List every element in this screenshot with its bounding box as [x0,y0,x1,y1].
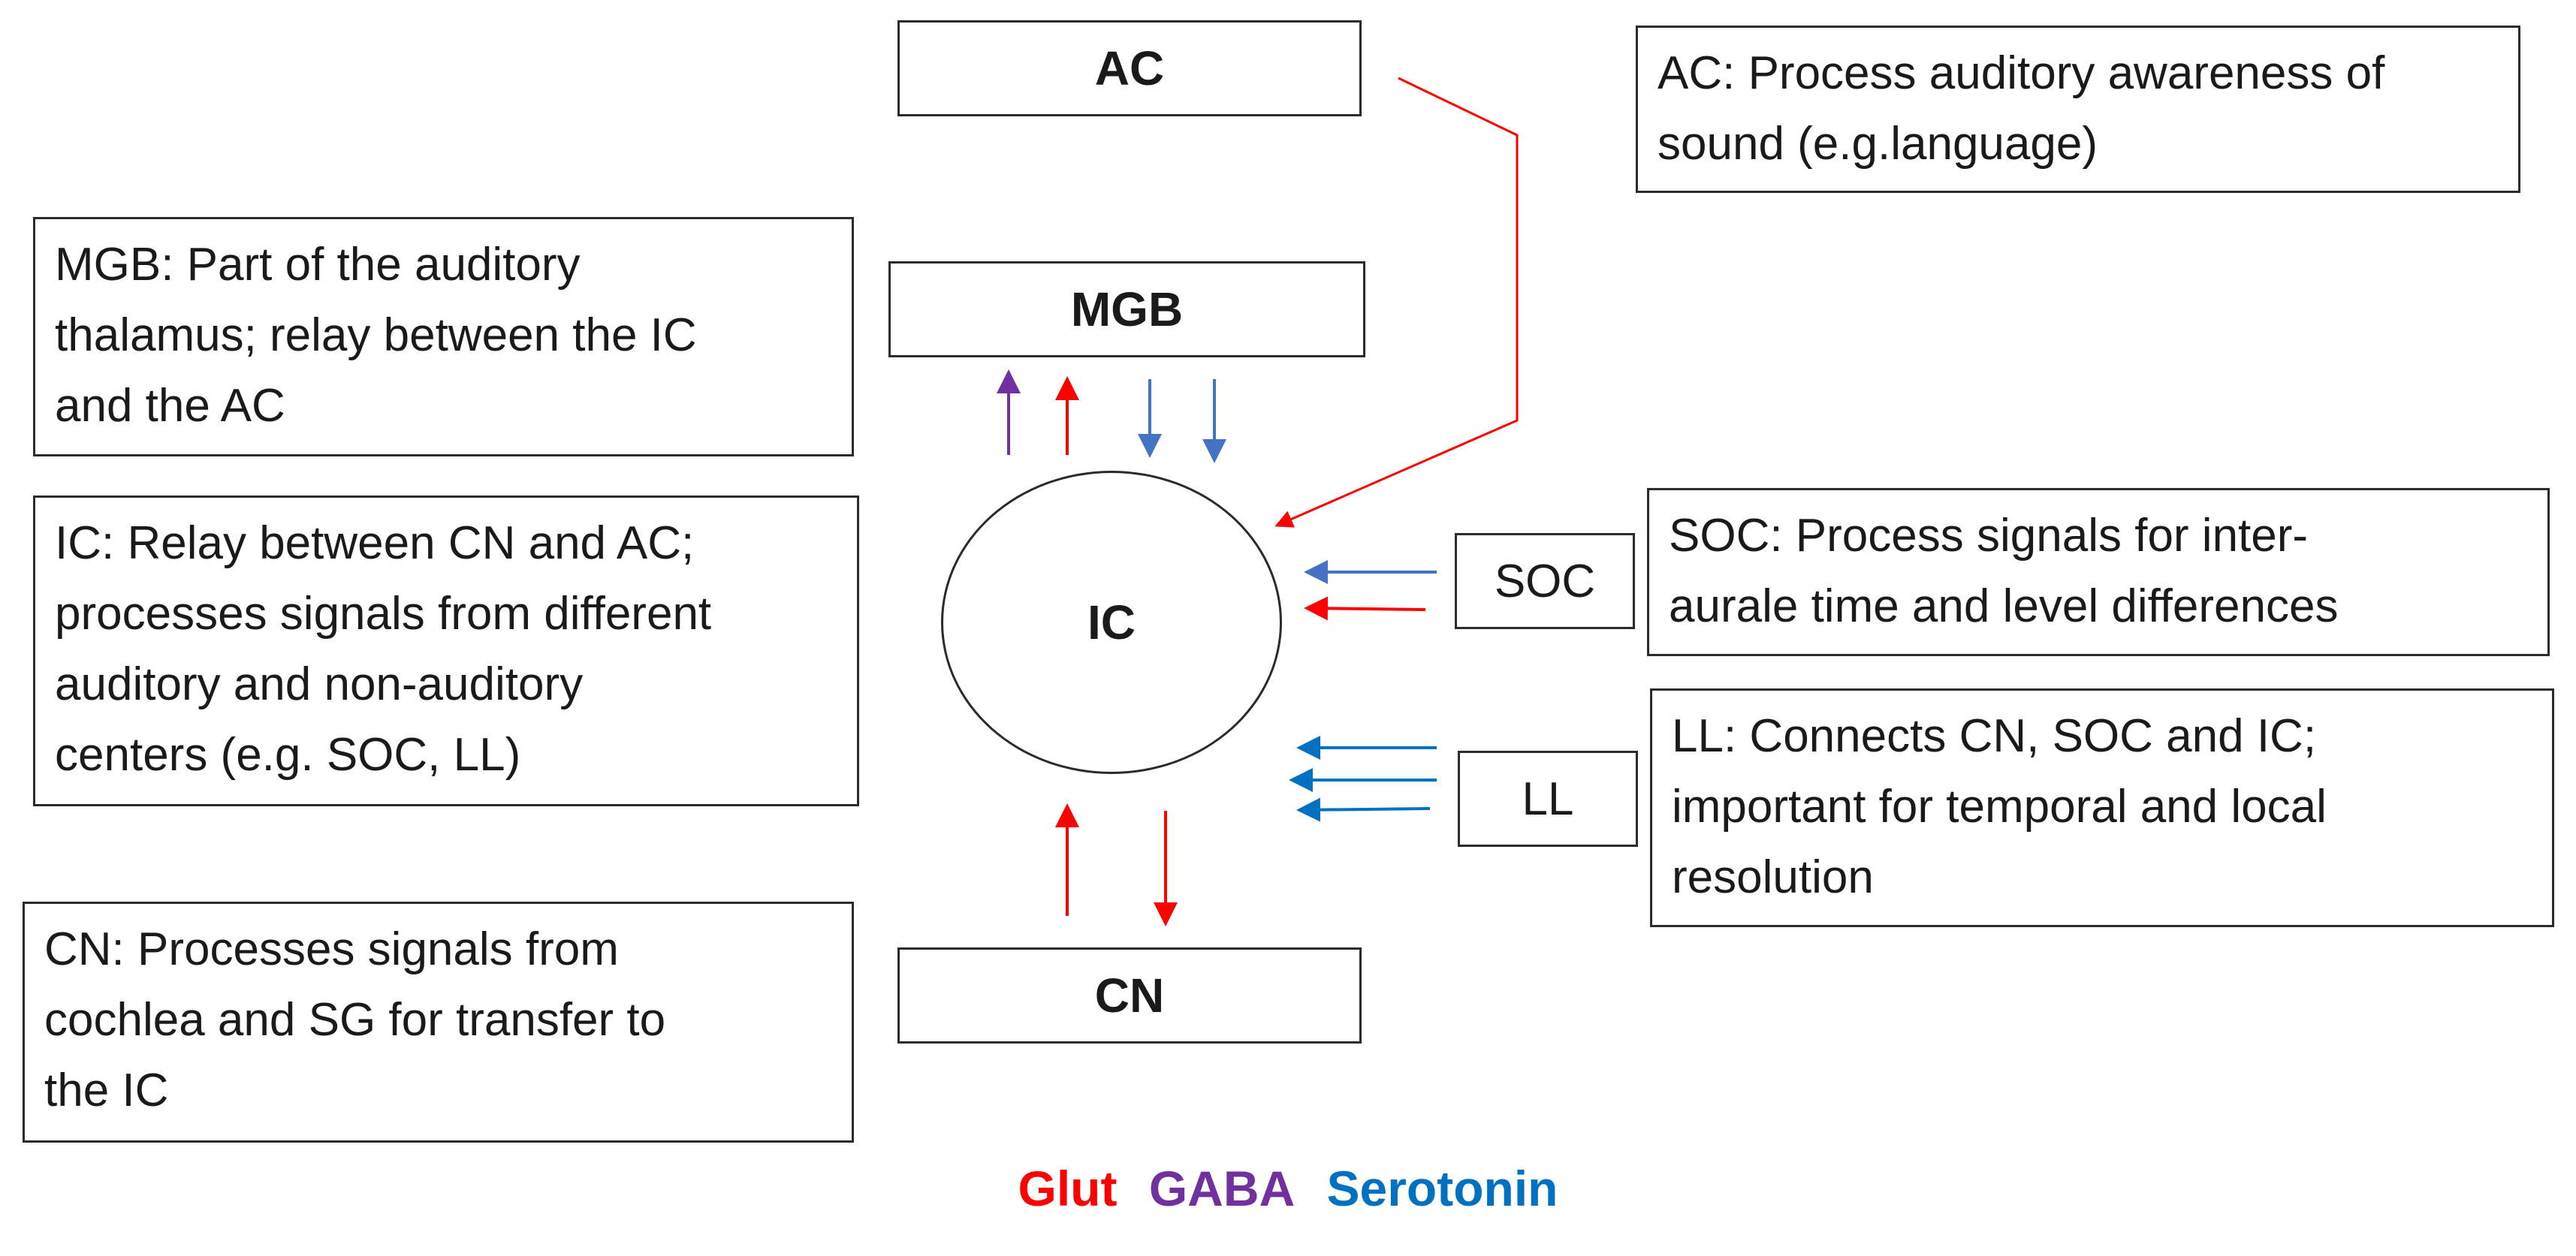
description-ll: LL: Connects CN, SOC and IC; important f… [1650,688,2554,927]
node-ic: IC [941,471,1282,774]
description-cn: CN: Processes signals from cochlea and S… [23,902,854,1143]
description-ac: AC: Process auditory awareness of sound … [1636,26,2520,193]
arrow-ll-to-ic-serotonin-3 [1296,797,1431,822]
description-ic: IC: Relay between CN and AC; processes s… [33,495,859,806]
node-mgb: MGB [888,261,1365,357]
description-mgb: MGB: Part of the auditory thalamus; rela… [33,217,854,456]
legend-glut: Glut [1018,1161,1118,1216]
arrow-ac-to-ic [1274,77,1519,528]
node-soc: SOC [1455,533,1635,629]
legend-gaba: GABA [1148,1161,1296,1216]
node-ll: LL [1458,751,1638,847]
node-ac: AC [897,20,1362,116]
legend: Glut GABA Serotonin [0,1160,2576,1217]
arrow-soc-to-ic-glut [1304,596,1426,621]
legend-serotonin: Serotonin [1326,1161,1558,1216]
node-cn: CN [897,947,1362,1044]
description-soc: SOC: Process signals for inter- aurale t… [1647,488,2550,656]
